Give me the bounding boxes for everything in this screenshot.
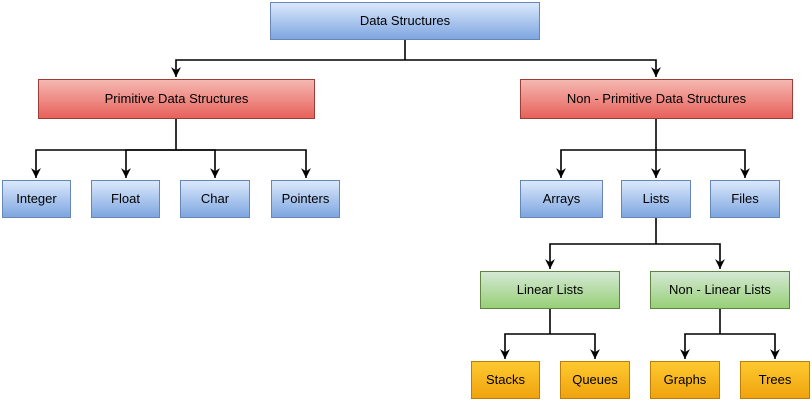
edge-non-primitive-arrays xyxy=(556,149,656,178)
node-integer: Integer xyxy=(2,180,71,218)
edge-lists-linear xyxy=(545,243,656,269)
node-lists: Lists xyxy=(621,180,691,218)
node-graphs: Graphs xyxy=(650,361,720,399)
edge-linear-queues xyxy=(550,333,600,359)
edge-primitive-pointers xyxy=(176,149,311,178)
node-non-primitive-data-structures: Non - Primitive Data Structures xyxy=(520,79,793,119)
edge-linear-stacks xyxy=(500,333,550,359)
edge-non-linear-trees xyxy=(720,333,780,359)
edge-root-non-primitive xyxy=(405,59,661,77)
node-non-linear-lists: Non - Linear Lists xyxy=(650,271,790,309)
edge-non-linear-graphs xyxy=(680,333,720,359)
node-trees: Trees xyxy=(740,361,810,399)
edge-primitive-char xyxy=(176,149,220,178)
node-char: Char xyxy=(180,180,250,218)
edge-non-primitive-files xyxy=(656,149,750,178)
node-float: Float xyxy=(91,180,160,218)
edge-primitive-integer xyxy=(31,149,176,178)
node-primitive-data-structures: Primitive Data Structures xyxy=(38,79,315,119)
node-pointers: Pointers xyxy=(271,180,340,218)
node-linear-lists: Linear Lists xyxy=(480,271,620,309)
node-queues: Queues xyxy=(560,361,630,399)
edge-primitive-float xyxy=(121,149,176,178)
node-files: Files xyxy=(710,180,780,218)
node-data-structures: Data Structures xyxy=(270,2,540,40)
edge-root-primitive xyxy=(171,59,405,77)
edge-lists-non-linear xyxy=(656,243,725,269)
node-stacks: Stacks xyxy=(471,361,540,399)
node-arrays: Arrays xyxy=(520,180,603,218)
